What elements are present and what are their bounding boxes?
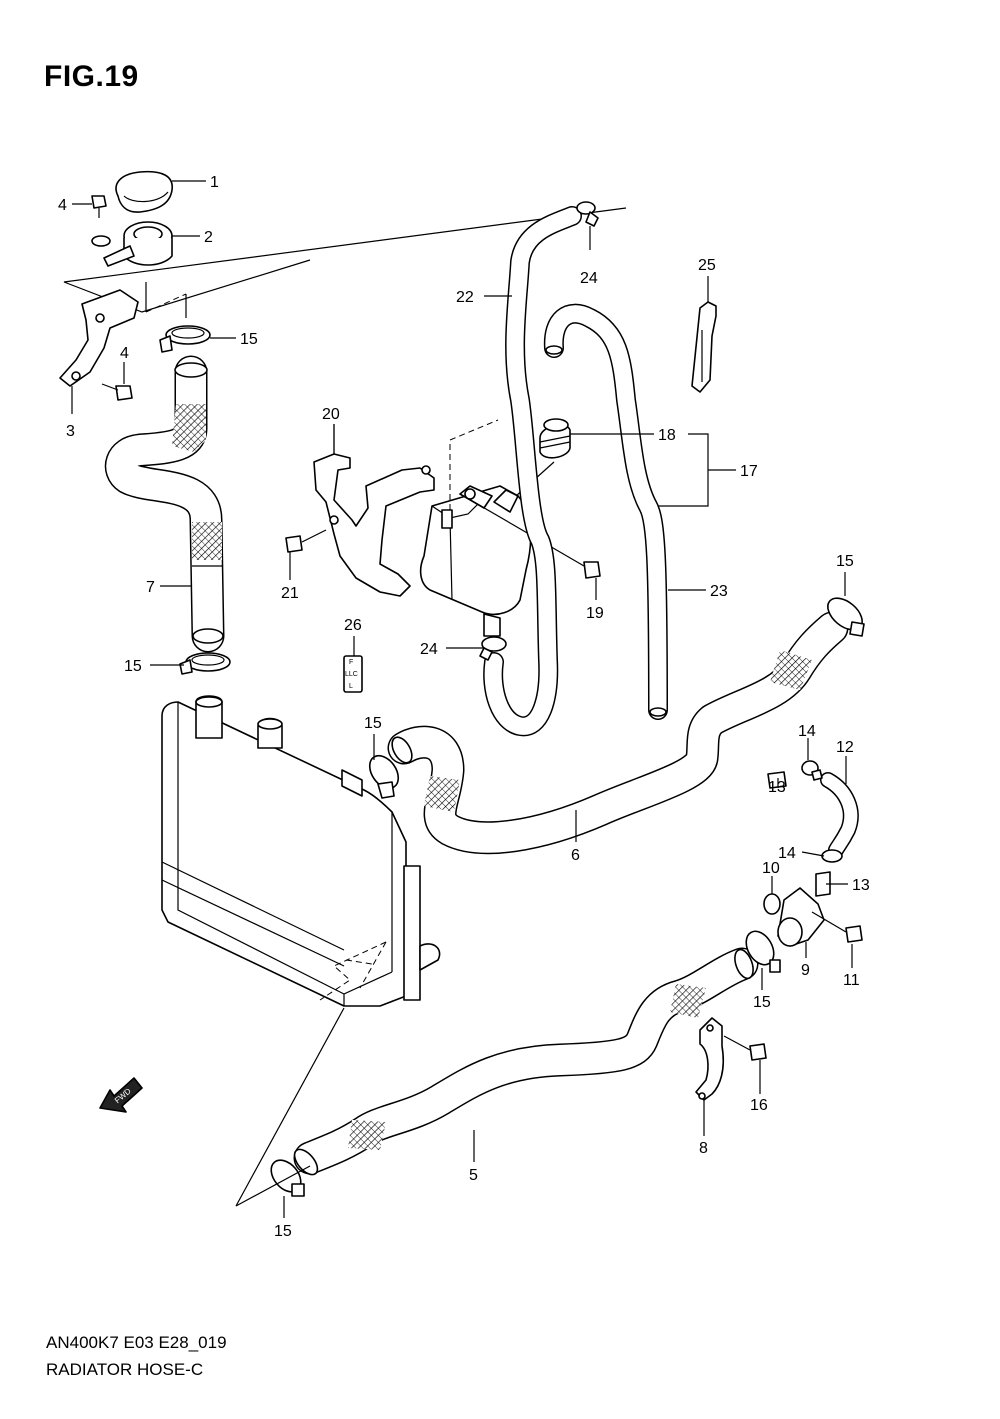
reference-lines-lower: [235, 1007, 345, 1207]
bolt-11: [811, 911, 863, 943]
bolt-16: [723, 1035, 767, 1061]
callout-3: 3: [66, 423, 75, 440]
callout-24-lower: 24: [420, 641, 438, 658]
reservoir-level-label: F LLC L: [343, 655, 363, 693]
fwd-arrow: FWD: [99, 1077, 143, 1113]
clamp-15-hose6-right: [827, 597, 865, 637]
reservoir-cap: [515, 418, 571, 497]
callout-22: 22: [456, 289, 474, 306]
clamp-24-lower: [479, 636, 507, 661]
hose-12: [820, 772, 859, 858]
clamp-24-upper: [576, 201, 599, 227]
callout-5: 5: [469, 1167, 478, 1184]
callout-18: 18: [658, 427, 676, 444]
callout-6: 6: [571, 847, 580, 864]
clamp-15-hose5-upper: [745, 930, 781, 973]
figure-title: FIG.19: [44, 60, 139, 93]
callout-labels: 1 2 3 4 4 5 6 7 8 9 10 11 12 13 13 14 14…: [58, 174, 870, 1240]
hose-22: [483, 206, 582, 737]
o-ring: [763, 893, 781, 915]
clamp-14-upper: [801, 760, 823, 781]
clamp-14-lower: [821, 849, 843, 863]
bolt-lower: [101, 383, 133, 401]
filler-neck-bracket: [59, 289, 139, 387]
hose-bracket: [695, 1017, 725, 1101]
callout-19: 19: [586, 605, 604, 622]
fitting-13-lower: [815, 871, 831, 897]
label-level-full: F: [349, 659, 353, 666]
callout-15-hose5-lower: 15: [274, 1223, 292, 1240]
bolt-21: [285, 529, 327, 553]
thermostat-housing: [777, 887, 825, 947]
callout-7: 7: [146, 579, 155, 596]
hose-5: [293, 947, 759, 1176]
model-code: AN400K7 E03 E28_019: [46, 1333, 227, 1352]
callout-21: 21: [281, 585, 299, 602]
callout-13-lower: 13: [852, 877, 870, 894]
callout-2: 2: [204, 229, 213, 246]
callout-15-hose5-upper: 15: [753, 994, 771, 1011]
hose-7: [104, 355, 225, 653]
callout-26: 26: [344, 617, 362, 634]
callout-20: 20: [322, 406, 340, 423]
callout-8: 8: [699, 1140, 708, 1157]
callout-9: 9: [801, 962, 810, 979]
reservoir-bracket: [313, 424, 435, 597]
callout-15-hose6-right: 15: [836, 553, 854, 570]
callout-15-top: 15: [240, 331, 258, 348]
hose-clip: [691, 301, 717, 393]
filler-neck: [91, 221, 173, 267]
callout-16: 16: [750, 1097, 768, 1114]
section-name: RADIATOR HOSE-C: [46, 1360, 204, 1379]
hose-6: [387, 611, 849, 855]
callout-17: 17: [740, 463, 758, 480]
hose-23: [543, 303, 668, 720]
label-llc: LLC: [345, 671, 358, 678]
clamp-15-hose6-left: [368, 754, 400, 799]
callout-24-upper: 24: [580, 270, 598, 287]
callout-15-hose6-left: 15: [364, 715, 382, 732]
fitting-13-upper: [767, 771, 787, 789]
reservoir-tank: [419, 485, 532, 637]
callout-1: 1: [210, 174, 219, 191]
callout-4-upper: 4: [58, 197, 67, 214]
callout-25: 25: [698, 257, 716, 274]
clamp-15-upper: [159, 325, 211, 353]
bolt-upper: [91, 195, 107, 218]
callout-14-lower: 14: [778, 845, 796, 862]
callout-14-upper: 14: [798, 723, 816, 740]
callout-23: 23: [710, 583, 728, 600]
label-level-low: L: [349, 683, 353, 690]
clamp-15-hose5-lower: [270, 1159, 305, 1197]
clamp-15-lower-left: [179, 652, 231, 675]
callout-15-radiator: 15: [124, 658, 142, 675]
radiator-cap: [115, 170, 173, 213]
callout-13-upper: 13: [768, 779, 786, 796]
leader-lines: [71, 180, 853, 1218]
radiator: [161, 695, 441, 1007]
callout-11: 11: [843, 972, 860, 989]
callout-12: 12: [836, 739, 854, 756]
callout-10: 10: [762, 860, 780, 877]
callout-4-lower: 4: [120, 345, 129, 362]
